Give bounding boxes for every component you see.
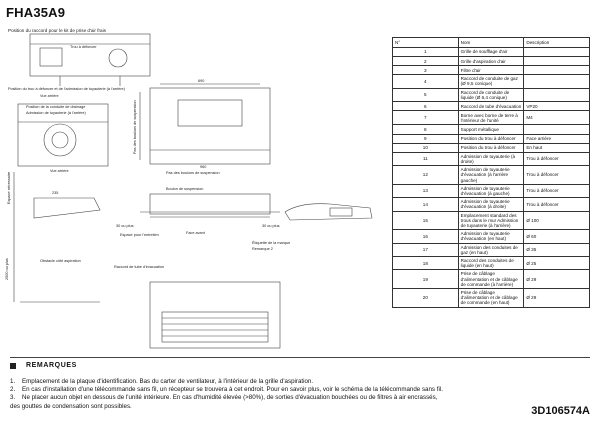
label-boulon-suspension: Boulon de suspension bbox=[166, 187, 203, 191]
label-dim-235: 235 bbox=[52, 191, 58, 195]
label-obstacle: Obstacle côté aspiration bbox=[40, 259, 81, 263]
model-title: FHA35A9 bbox=[6, 5, 66, 20]
label-face-avant: Face avant bbox=[186, 231, 206, 235]
header-description: Description bbox=[523, 37, 590, 48]
remark-continuation: des gouttes de condensation sont possibl… bbox=[10, 402, 132, 410]
list-item: 2. En cas d'installation d'une télécomma… bbox=[10, 386, 443, 394]
label-espace-necessaire: Espace nécessaire bbox=[7, 172, 11, 204]
header-no: N° bbox=[392, 37, 459, 48]
label-trou-top: Trou à défoncer bbox=[70, 45, 97, 49]
bottom-view-outline bbox=[149, 281, 281, 349]
label-pas-boulons-v: Pas des boulons de suspension bbox=[133, 100, 137, 154]
label-vue-arriere-2: Vue arrière bbox=[50, 169, 69, 173]
label-2500: 2500 ou plus bbox=[5, 258, 9, 280]
technical-drawing: Position du raccord pour le kit de prise… bbox=[5, 28, 373, 349]
rear-view-top-outline bbox=[29, 33, 151, 77]
label-etiquette: Étiquette de la marque bbox=[252, 240, 290, 245]
remarks-list: 1. Emplacement de la plaque d'identifica… bbox=[10, 378, 510, 411]
top-view-outline bbox=[149, 87, 271, 165]
list-item: 1. Emplacement de la plaque d'identifica… bbox=[10, 378, 314, 385]
front-view-outline bbox=[149, 193, 271, 215]
label-vue-arriere-1: Vue arrière bbox=[40, 94, 59, 98]
label-remarque-2: Remarque 2 bbox=[252, 247, 273, 251]
label-raccord-kit: Position du raccord pour le kit de prise… bbox=[8, 28, 107, 33]
remarks-marker-icon bbox=[10, 363, 16, 369]
label-raccord-tube: Raccord de tube d'évacuation bbox=[114, 265, 164, 269]
label-dim-960: 960 bbox=[200, 165, 206, 169]
rear-section-outline bbox=[17, 103, 109, 167]
label-pas-boulons: Pas des boulons de suspension bbox=[166, 171, 220, 175]
label-admission-arriere: Admission de tuyauterie (à l'arrière) bbox=[26, 111, 87, 115]
label-pos-trou-admission: Position du trou à défoncer et de l'admi… bbox=[8, 87, 126, 91]
label-pos-conduite: Position de la conduite de drainage bbox=[26, 105, 85, 109]
remarks-divider bbox=[10, 357, 590, 358]
remarks-title: REMARQUES bbox=[26, 362, 77, 369]
label-espace-l: 30 ou plus bbox=[116, 224, 134, 228]
header-name: Nom bbox=[457, 37, 525, 48]
label-dim-690: 690 bbox=[198, 79, 204, 83]
label-espace-txt: Espace pour l'entretien bbox=[120, 233, 159, 237]
label-espace-r: 30 ou plus bbox=[262, 224, 280, 228]
list-item: 3. Ne placer aucun objet en dessous de l… bbox=[10, 394, 438, 402]
document-number: 3D106574A bbox=[531, 405, 590, 417]
